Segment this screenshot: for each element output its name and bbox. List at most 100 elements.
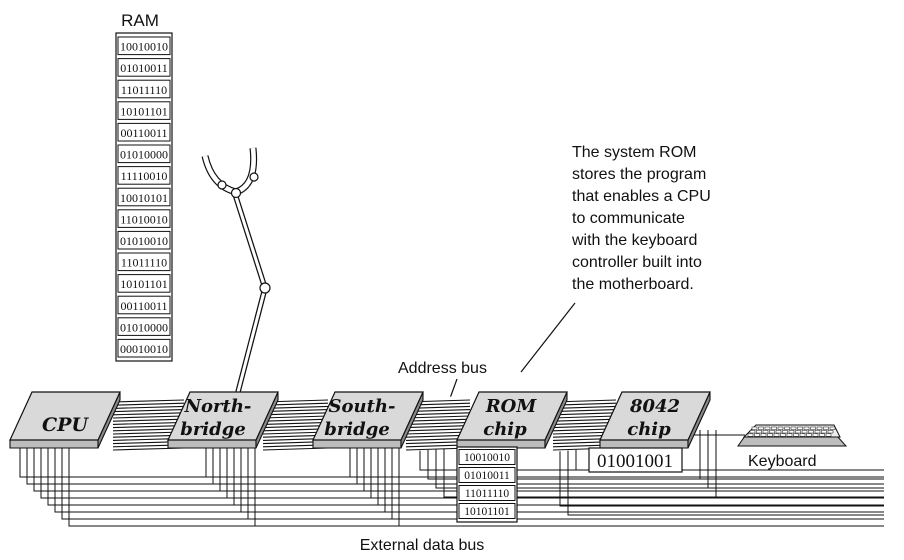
ram-cell-value: 11011110 xyxy=(121,256,167,270)
northbridge-chip xyxy=(167,391,279,449)
ribbon-wire xyxy=(262,412,329,416)
annotation-line-5: with the keyboard xyxy=(571,232,697,249)
keyboard-key xyxy=(754,433,760,437)
ram-cell xyxy=(117,252,171,272)
ribbon-wire xyxy=(552,421,617,425)
ram-cell-value: 11010010 xyxy=(120,212,168,226)
northbridge-label-2: bridge xyxy=(180,419,246,440)
ram-cell xyxy=(117,122,171,142)
ram-cell xyxy=(117,144,171,164)
ribbon-wire xyxy=(552,412,617,416)
ribbon-wire xyxy=(262,425,329,429)
address-bus-ribbons xyxy=(112,396,617,452)
ribbon-wire xyxy=(262,428,329,432)
data-bus-wire xyxy=(699,430,884,480)
keyboard-key xyxy=(775,430,782,434)
cpu-chip xyxy=(9,391,121,449)
keyboard-key xyxy=(799,433,806,437)
ram-cell xyxy=(117,317,171,336)
annotation-line-3: that enables a CPU xyxy=(572,188,711,205)
ribbon-wire xyxy=(262,415,329,419)
keyboard-key xyxy=(749,430,756,434)
keyboard-key xyxy=(797,426,803,430)
data-bus-wire xyxy=(398,448,884,527)
rom-label-2: chip xyxy=(483,419,527,440)
ram-cell-value: 00110011 xyxy=(120,126,167,140)
ram-cell-value: 00110011 xyxy=(120,299,167,313)
keyboard-key xyxy=(788,430,795,434)
memory-arm xyxy=(201,147,271,393)
keyboard-key xyxy=(771,426,777,430)
ribbon-wire xyxy=(262,421,329,425)
keyboard-key xyxy=(777,426,784,430)
chip-front xyxy=(599,439,689,449)
keyboard-key xyxy=(773,433,780,437)
ram-cell-value: 00010010 xyxy=(120,342,168,356)
keyboard-key xyxy=(756,430,762,434)
ram-cell-value: 01010010 xyxy=(120,234,168,248)
annotation-line-1: The system ROM xyxy=(572,144,696,161)
southbridge-chip xyxy=(312,391,424,449)
keyboard-key xyxy=(764,426,771,430)
ram-cell xyxy=(117,36,171,56)
kbc-register: 01001001 xyxy=(588,447,683,473)
keyboard-label: Keyboard xyxy=(748,453,817,470)
rom-cell-value: 11011110 xyxy=(465,488,510,500)
arm-joint xyxy=(217,180,227,190)
keyboard-key xyxy=(760,433,767,437)
ribbon-wire xyxy=(552,409,617,413)
data-bus-wire xyxy=(384,448,884,513)
ribbon-wire xyxy=(112,418,185,422)
keyboard-key xyxy=(769,430,775,434)
keyboard-key xyxy=(803,426,810,430)
rom-cell xyxy=(458,485,516,501)
ram-cell-value: 11110010 xyxy=(121,169,168,183)
rom-chip xyxy=(456,391,568,449)
arm-joint xyxy=(249,172,259,182)
ram-cell xyxy=(117,295,171,315)
chip-top xyxy=(456,391,568,441)
keyboard-icon xyxy=(737,424,848,447)
southbridge-label-1: South- xyxy=(329,396,396,417)
keyboard-key xyxy=(782,430,788,434)
annotation-line-6: controller built into xyxy=(572,254,702,271)
ram-cell-value: 01010000 xyxy=(120,320,168,334)
keyboard-key xyxy=(790,426,797,430)
chip-front xyxy=(312,439,402,449)
ribbon-wire xyxy=(112,409,185,413)
chip-top xyxy=(312,391,424,441)
annotation-line-2: stores the program xyxy=(572,166,706,183)
ribbon-wire xyxy=(552,415,617,419)
kbc-label-2: chip xyxy=(627,419,671,440)
keyboard-key xyxy=(814,430,821,434)
keyboard-key xyxy=(829,426,836,430)
ribbon-wire xyxy=(112,421,185,425)
chip-front xyxy=(9,439,99,449)
keyboard-key xyxy=(793,433,799,437)
data-bus-wire xyxy=(370,448,884,499)
external-data-bus-wires xyxy=(19,430,884,527)
chip-top xyxy=(9,391,121,441)
ram-cell xyxy=(117,58,171,77)
ribbon-wire xyxy=(405,431,471,435)
keyboard-key xyxy=(751,426,758,430)
ram-cell xyxy=(117,230,171,250)
rom-cell-value: 01010011 xyxy=(464,470,510,482)
keyboard-key xyxy=(819,433,825,437)
ribbon-wire xyxy=(112,399,185,403)
ribbon-wire xyxy=(262,409,329,413)
address-bus-label: Address bus xyxy=(398,360,487,377)
arm-joint xyxy=(230,187,242,199)
ram-cell-value: 10101101 xyxy=(120,104,168,118)
data-bus-wire xyxy=(707,430,884,489)
keyboard-key xyxy=(801,430,808,434)
arm-joint xyxy=(259,282,271,294)
rom-label-1: ROM xyxy=(485,396,538,417)
chip-top xyxy=(599,391,711,441)
data-bus-wire xyxy=(391,448,884,520)
keyboard-key xyxy=(808,430,814,434)
chip-top xyxy=(167,391,279,441)
rom-cell-value: 10010010 xyxy=(464,452,510,464)
